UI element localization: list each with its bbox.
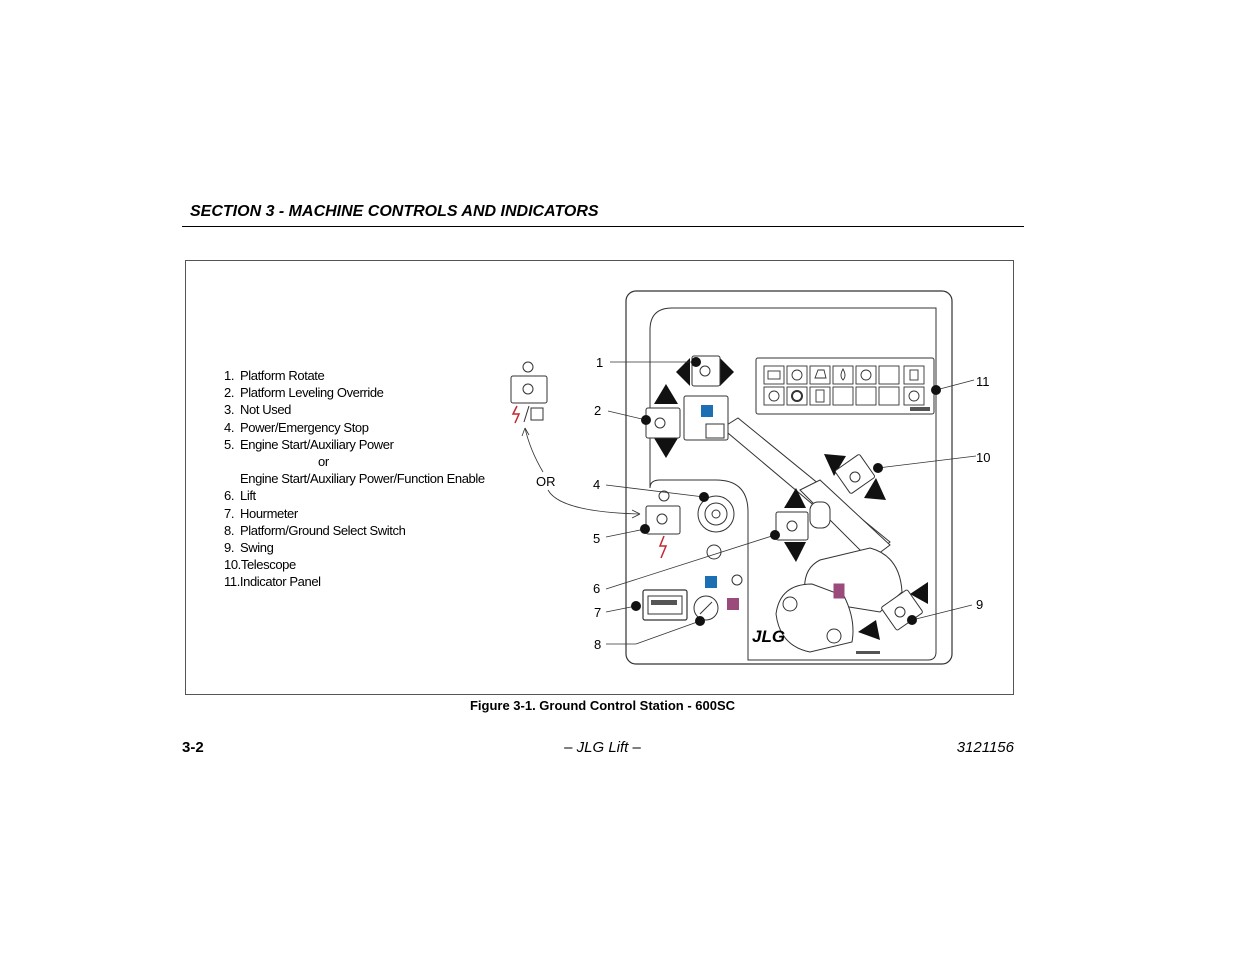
- telescope-switch[interactable]: [824, 454, 886, 500]
- panel-inner-outline: [649, 307, 937, 661]
- or-arrow-down: [547, 489, 641, 515]
- or-arrow-up: [524, 427, 544, 473]
- footer-title: – JLG Lift –: [564, 739, 641, 756]
- section-title: SECTION 3 - MACHINE CONTROLS AND INDICAT…: [190, 203, 599, 220]
- legend-item: 6.Lift: [224, 488, 256, 504]
- indicator-light: [731, 574, 743, 586]
- power-emergency-stop[interactable]: [658, 490, 735, 533]
- fuel-pump-icon: [909, 369, 919, 381]
- oil-pressure-icon: [791, 369, 803, 381]
- legend-item: 11.Indicator Panel: [224, 574, 321, 590]
- legend-item: 9.Swing: [224, 540, 274, 556]
- legend-item: 5.Engine Start/Auxiliary Power: [224, 436, 394, 452]
- platform-ground-select-switch[interactable]: [693, 595, 719, 621]
- figure-frame: [185, 260, 1014, 695]
- hourmeter: [642, 589, 688, 621]
- blue-indicator: [705, 576, 717, 588]
- engine-icon: [658, 490, 670, 502]
- callout-leaders: [605, 361, 977, 645]
- part-number-plate: [856, 651, 880, 654]
- hand-icon: [768, 390, 780, 402]
- figure-legend: 1.Platform Rotate 2.Platform Leveling Ov…: [224, 367, 485, 591]
- engine-temp-icon: [814, 369, 827, 379]
- callout-11: 11: [976, 374, 990, 389]
- callout-5: 5: [593, 531, 600, 546]
- blue-indicator-boom: [701, 405, 713, 417]
- callout-6: 6: [593, 581, 600, 596]
- legend-item: 4.Power/Emergency Stop: [224, 419, 369, 435]
- lightning-icon: [511, 405, 521, 424]
- callout-7: 7: [594, 605, 601, 620]
- control-panel-outline: [625, 290, 953, 665]
- legend-item: 8.Platform/Ground Select Switch: [224, 522, 406, 538]
- callout-8: 8: [594, 637, 601, 652]
- callout-10: 10: [976, 450, 990, 465]
- boom-illustration: [683, 395, 903, 653]
- legend-item: 2.Platform Leveling Override: [224, 385, 384, 401]
- callout-4: 4: [593, 477, 600, 492]
- overload-icon: [908, 390, 920, 402]
- glow-plug-icon: [860, 369, 872, 381]
- battery-icon: [767, 370, 781, 380]
- legend-item: 10.Telescope: [224, 557, 296, 573]
- function-enable-icon: [530, 407, 544, 421]
- or-label: OR: [536, 474, 556, 489]
- indicator-panel: [755, 357, 935, 415]
- callout-1: 1: [596, 355, 603, 370]
- engine-start-switch[interactable]: [645, 505, 681, 559]
- callout-2: 2: [594, 403, 601, 418]
- gear-icon: [791, 390, 803, 402]
- lightning-icon: [658, 535, 668, 559]
- legend-item: 7.Hourmeter: [224, 505, 298, 521]
- engine-icon: [522, 361, 534, 373]
- header-rule: [182, 226, 1024, 227]
- legend-or: or: [318, 454, 329, 470]
- panel-label-plate: [910, 407, 930, 411]
- callout-9: 9: [976, 597, 983, 612]
- magenta-indicator: [727, 598, 739, 610]
- alternate-engine-start-switch: [510, 361, 548, 424]
- platform-rotate-switch[interactable]: [676, 355, 734, 387]
- callout-labels: 1 2 4 5 6 7 8 9 10 11: [593, 355, 990, 652]
- platform-leveling-switch[interactable]: [645, 384, 681, 458]
- legend-item: 1.Platform Rotate: [224, 368, 325, 383]
- legend-item: 3.Not Used: [224, 402, 291, 418]
- document-number: 3121156: [956, 739, 1014, 756]
- tilt-alarm-icon: [815, 389, 825, 403]
- figure-caption: Figure 3-1. Ground Control Station - 600…: [469, 698, 736, 713]
- fuel-drop-icon: [840, 368, 846, 381]
- jlg-logo: JLG: [752, 627, 785, 646]
- circuit-breaker[interactable]: [706, 544, 722, 560]
- lift-switch[interactable]: [775, 488, 809, 562]
- callout-dots: [631, 357, 941, 626]
- page-number: 3-2: [182, 739, 204, 756]
- legend-alt-label: Engine Start/Auxiliary Power/Function En…: [240, 471, 485, 487]
